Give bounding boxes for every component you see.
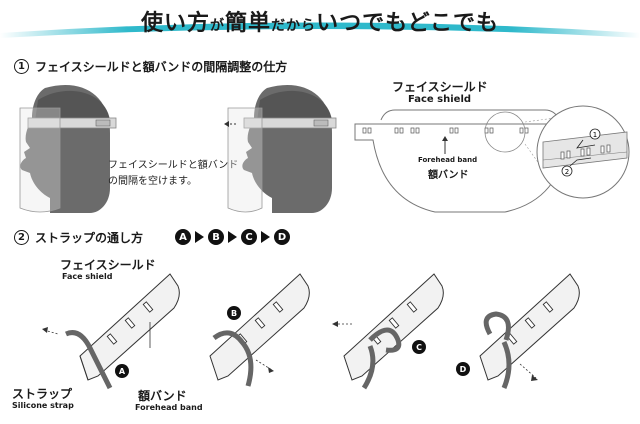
triangle-right-icon xyxy=(195,231,204,243)
label-band-en: Forehead band xyxy=(135,403,203,412)
arrow-left-icon xyxy=(332,321,338,327)
shield-flat-diagram: 1 2 xyxy=(354,105,630,213)
diagram-band-en: Forehead band xyxy=(418,156,478,164)
badge-a: A xyxy=(115,364,129,378)
section1-number: 1 xyxy=(14,59,29,74)
diagram-shield-jp: フェイスシールド xyxy=(392,80,488,94)
step-a: A xyxy=(175,229,191,245)
label-band-jp: 額バンド xyxy=(138,389,187,403)
badge-b: B xyxy=(227,306,241,320)
step-d-illustration xyxy=(479,273,580,389)
section2-heading: 2 ストラップの通し方 xyxy=(14,229,143,246)
arrow-right-icon xyxy=(268,367,274,373)
label-strap-jp: ストラップ xyxy=(12,387,73,401)
section1-title: フェイスシールドと額バンドの間隔調整の仕方 xyxy=(35,60,288,74)
step-sequence: A B C D xyxy=(175,229,290,245)
step-a-illustration xyxy=(42,273,180,390)
arrow-left-icon xyxy=(224,121,229,127)
section1-heading: 1 フェイスシールドと額バンドの間隔調整の仕方 xyxy=(14,58,287,75)
section1-note-line1: フェイスシールドと額バンド xyxy=(108,160,239,171)
section2-title: ストラップの通し方 xyxy=(35,231,144,245)
callout-1: 1 xyxy=(593,131,597,139)
section2-number: 2 xyxy=(14,230,29,245)
triangle-right-icon xyxy=(228,231,237,243)
badge-d: D xyxy=(456,362,470,376)
title-banner: 使い方が簡単だからいつでもどこでも xyxy=(0,0,640,40)
label-shield-jp: フェイスシールド xyxy=(60,258,156,272)
step-b: B xyxy=(208,229,224,245)
head-profile-adjusted-icon xyxy=(224,85,337,213)
arrow-right-icon xyxy=(531,375,538,381)
diagram-shield-en: Face shield xyxy=(408,94,472,105)
step-c: C xyxy=(241,229,257,245)
badge-c: C xyxy=(412,340,426,354)
arrow-left-icon xyxy=(42,327,48,333)
triangle-right-icon xyxy=(261,231,270,243)
label-shield-en: Face shield xyxy=(62,272,113,281)
page-title: 使い方が簡単だからいつでもどこでも xyxy=(141,11,499,36)
step-c-illustration xyxy=(332,273,444,390)
label-strap-en: Silicone strap xyxy=(12,401,74,410)
step-b-illustration xyxy=(209,273,310,387)
callout-2: 2 xyxy=(565,168,569,176)
section1-note-line2: の間隔を空けます。 xyxy=(108,176,197,187)
head-profile-icon xyxy=(19,85,117,213)
step-d: D xyxy=(274,229,290,245)
diagram-band-jp: 額バンド xyxy=(428,170,469,181)
banner-swoosh xyxy=(0,22,640,38)
